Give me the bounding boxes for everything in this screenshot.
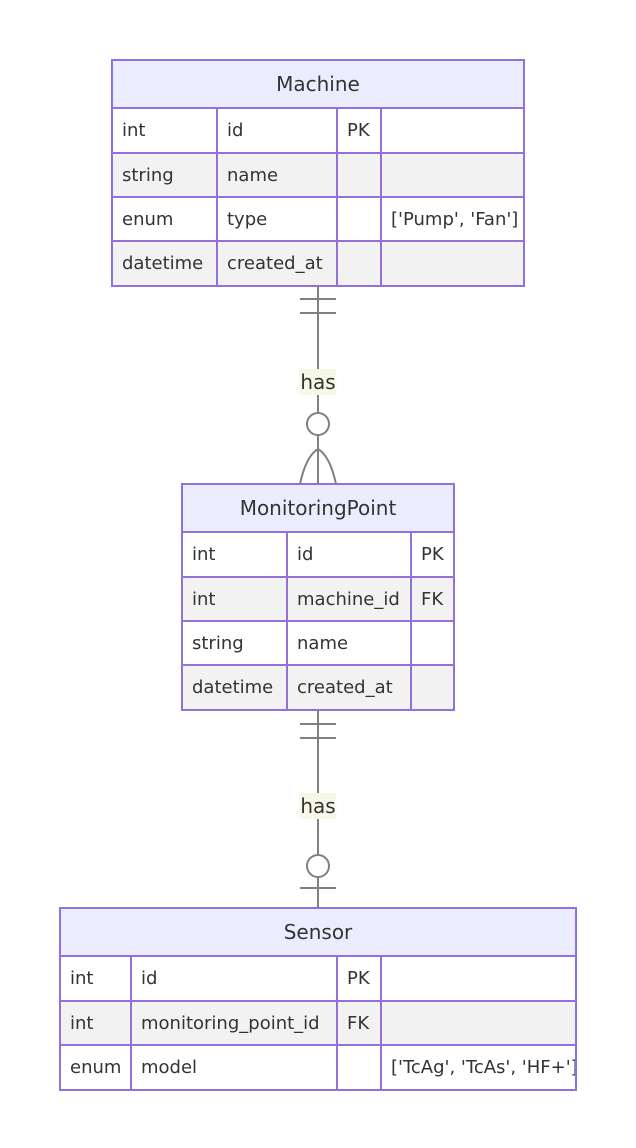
attribute-name: created_at — [217, 241, 338, 285]
edge-monitoringpoint-sensor — [300, 708, 336, 908]
attribute-row: datetime created_at — [113, 241, 523, 285]
attribute-row: int machine_id FK — [183, 577, 453, 622]
attribute-table: int id PK int monitoring_point_id FK enu… — [61, 957, 575, 1089]
entity-monitoringpoint: MonitoringPoint int id PK int machine_id… — [181, 483, 455, 711]
entity-machine: Machine int id PK string name enum type … — [111, 59, 525, 287]
attribute-key: FK — [337, 1001, 382, 1046]
attribute-type: enum — [113, 197, 218, 242]
crowfoot-marker — [317, 448, 337, 485]
attribute-comment: ['Pump', 'Fan'] — [381, 197, 523, 242]
zero-circle-marker — [306, 412, 330, 436]
attribute-key: FK — [411, 577, 453, 622]
attribute-type: int — [61, 1001, 132, 1046]
attribute-type: datetime — [113, 241, 218, 285]
attribute-name: model — [131, 1045, 338, 1089]
attribute-key — [337, 241, 382, 285]
entity-title: MonitoringPoint — [183, 485, 453, 533]
relationship-label: has — [299, 369, 337, 395]
attribute-name: type — [217, 197, 338, 242]
attribute-name: name — [287, 621, 412, 666]
entity-title: Machine — [113, 61, 523, 109]
attribute-key: PK — [411, 533, 453, 578]
attribute-type: int — [113, 109, 218, 154]
attribute-comment — [381, 153, 523, 198]
attribute-key — [337, 197, 382, 242]
attribute-key: PK — [337, 109, 382, 154]
attribute-key — [337, 153, 382, 198]
attribute-row: enum model ['TcAg', 'TcAs', 'HF+'] — [61, 1045, 575, 1089]
attribute-name: id — [131, 957, 338, 1002]
attribute-row: string name — [113, 153, 523, 198]
attribute-comment — [381, 957, 575, 1002]
attribute-comment: ['TcAg', 'TcAs', 'HF+'] — [381, 1045, 575, 1089]
attribute-type: string — [113, 153, 218, 198]
attribute-row: int monitoring_point_id FK — [61, 1001, 575, 1046]
entity-title: Sensor — [61, 909, 575, 957]
attribute-comment — [381, 241, 523, 285]
attribute-row: int id PK — [113, 109, 523, 154]
attribute-type: int — [183, 533, 288, 578]
attribute-type: datetime — [183, 665, 288, 709]
attribute-key — [337, 1045, 382, 1089]
attribute-table: int id PK string name enum type ['Pump',… — [113, 109, 523, 285]
attribute-comment — [381, 109, 523, 154]
attribute-type: string — [183, 621, 288, 666]
attribute-row: int id PK — [183, 533, 453, 578]
attribute-row: string name — [183, 621, 453, 666]
crowfoot-marker — [299, 448, 319, 485]
attribute-key — [411, 621, 453, 666]
attribute-type: enum — [61, 1045, 132, 1089]
zero-circle-marker — [306, 854, 330, 878]
attribute-row: int id PK — [61, 957, 575, 1002]
attribute-name: id — [217, 109, 338, 154]
attribute-comment — [381, 1001, 575, 1046]
attribute-row: enum type ['Pump', 'Fan'] — [113, 197, 523, 242]
attribute-type: int — [61, 957, 132, 1002]
attribute-name: created_at — [287, 665, 412, 709]
attribute-key: PK — [337, 957, 382, 1002]
entity-sensor: Sensor int id PK int monitoring_point_id… — [59, 907, 577, 1091]
relationship-label: has — [299, 793, 337, 819]
attribute-row: datetime created_at — [183, 665, 453, 709]
attribute-name: monitoring_point_id — [131, 1001, 338, 1046]
attribute-name: id — [287, 533, 412, 578]
attribute-type: int — [183, 577, 288, 622]
attribute-table: int id PK int machine_id FK string name … — [183, 533, 453, 709]
attribute-name: machine_id — [287, 577, 412, 622]
attribute-name: name — [217, 153, 338, 198]
attribute-key — [411, 665, 453, 709]
